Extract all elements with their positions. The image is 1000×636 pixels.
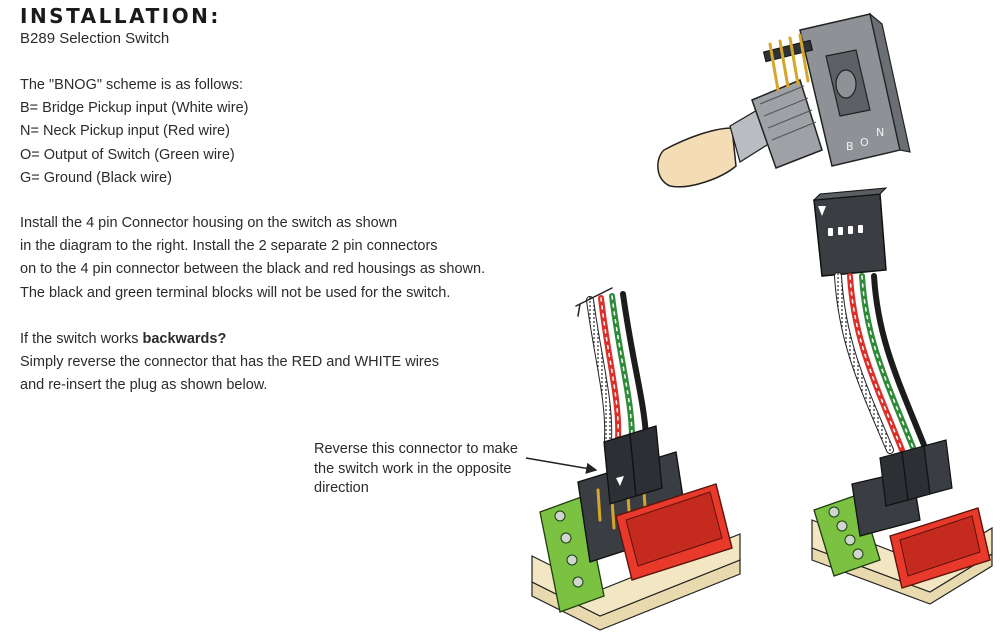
toggle-switch: B O N xyxy=(657,12,911,188)
page-heading: INSTALLATION: xyxy=(20,4,221,28)
scheme-line-output: O= Output of Switch (Green wire) xyxy=(20,146,235,163)
switch-label-bridge: B xyxy=(846,140,854,153)
install-line: The black and green terminal blocks will… xyxy=(20,284,451,301)
reverse-callout: Reverse this connector to make the switc… xyxy=(314,440,518,499)
switch-knob xyxy=(657,127,737,188)
backwards-paragraph: If the switch works backwards? Simply re… xyxy=(20,328,439,398)
left-wire-harness xyxy=(575,287,649,444)
install-line: Install the 4 pin Connector housing on t… xyxy=(20,215,398,231)
switch-nut xyxy=(751,78,823,169)
callout-arrow xyxy=(525,457,598,474)
install-line: on to the 4 pin connector between the bl… xyxy=(20,261,486,278)
backwards-line: Simply reverse the connector that has th… xyxy=(20,354,440,371)
switch-pin-header xyxy=(762,39,814,63)
backwards-question-bold: backwards? xyxy=(142,331,227,347)
left-black-wire xyxy=(620,291,649,439)
right-green-wire xyxy=(859,273,917,453)
right-wire-harness xyxy=(834,272,929,454)
four-pin-holes xyxy=(828,225,863,236)
right-red-wire xyxy=(847,273,905,453)
scheme-line-ground: G= Ground (Black wire) xyxy=(20,169,172,186)
switch-pins xyxy=(768,33,810,92)
right-black-wire xyxy=(871,273,929,453)
scheme-line-neck: N= Neck Pickup input (Red wire) xyxy=(20,123,230,140)
callout-line: direction xyxy=(314,480,369,496)
backwards-line: and re-insert the plug as shown below. xyxy=(20,377,268,394)
page-subtitle: B289 Selection Switch xyxy=(20,30,170,47)
scheme-paragraph: The "BNOG" scheme is as follows: B= Brid… xyxy=(20,74,248,190)
four-pin-connector xyxy=(812,187,888,277)
right-pcb-board xyxy=(811,439,993,605)
switch-label-neck: N xyxy=(876,126,884,139)
switch-label-output: O xyxy=(860,136,869,149)
callout-line: the switch work in the opposite xyxy=(314,460,512,477)
left-pcb-board xyxy=(531,425,741,631)
scheme-intro: The "BNOG" scheme is as follows: xyxy=(20,77,244,93)
scheme-line-bridge: B= Bridge Pickup input (White wire) xyxy=(20,100,249,117)
callout-line: Reverse this connector to make xyxy=(314,441,518,457)
install-paragraph: Install the 4 pin Connector housing on t… xyxy=(20,212,485,305)
backwards-question: If the switch works backwards? xyxy=(20,328,439,351)
install-line: in the diagram to the right. Install the… xyxy=(20,238,438,255)
backwards-question-text: If the switch works xyxy=(20,331,143,347)
